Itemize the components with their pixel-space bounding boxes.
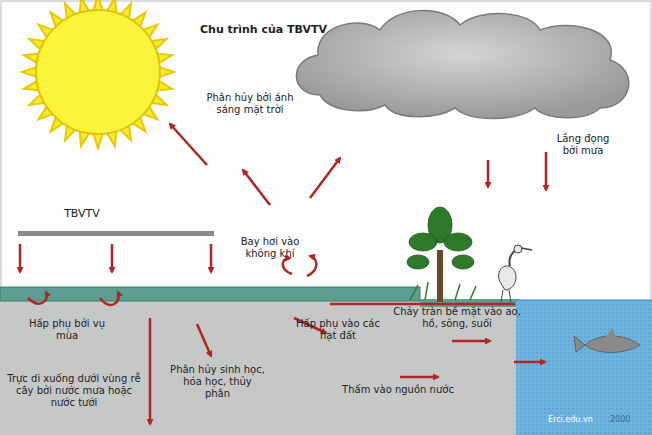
annotation-label: Phân hủy bởi ánh sáng mặt trời [195, 92, 305, 116]
diagram-title: Chu trình của TBVTV [200, 24, 370, 36]
annotation-label: Phân hủy sinh học, hóa học, thủy phân [170, 364, 265, 400]
watermark: Erci.edu.vn [548, 414, 608, 426]
annotation-label: Thấm vào nguồn nước [338, 384, 458, 396]
annotation-label: Bay hơi vào không khí [225, 236, 315, 260]
annotation-label: TBVTV [52, 208, 112, 220]
annotation-label: Chảy tràn bề mặt vào ao, hồ, sông, suối [392, 306, 522, 330]
annotation-label: Hấp phụ vào các hạt đất [288, 318, 388, 342]
annotation-label: Trực di xuống dưới vùng rễ cây bởi nước … [4, 373, 144, 409]
annotation-label: Lắng đọng bởi mưa [548, 133, 618, 157]
annotation-label: Hấp phụ bởi vụ mùa [22, 318, 112, 342]
watermark: 2000 [610, 414, 646, 426]
